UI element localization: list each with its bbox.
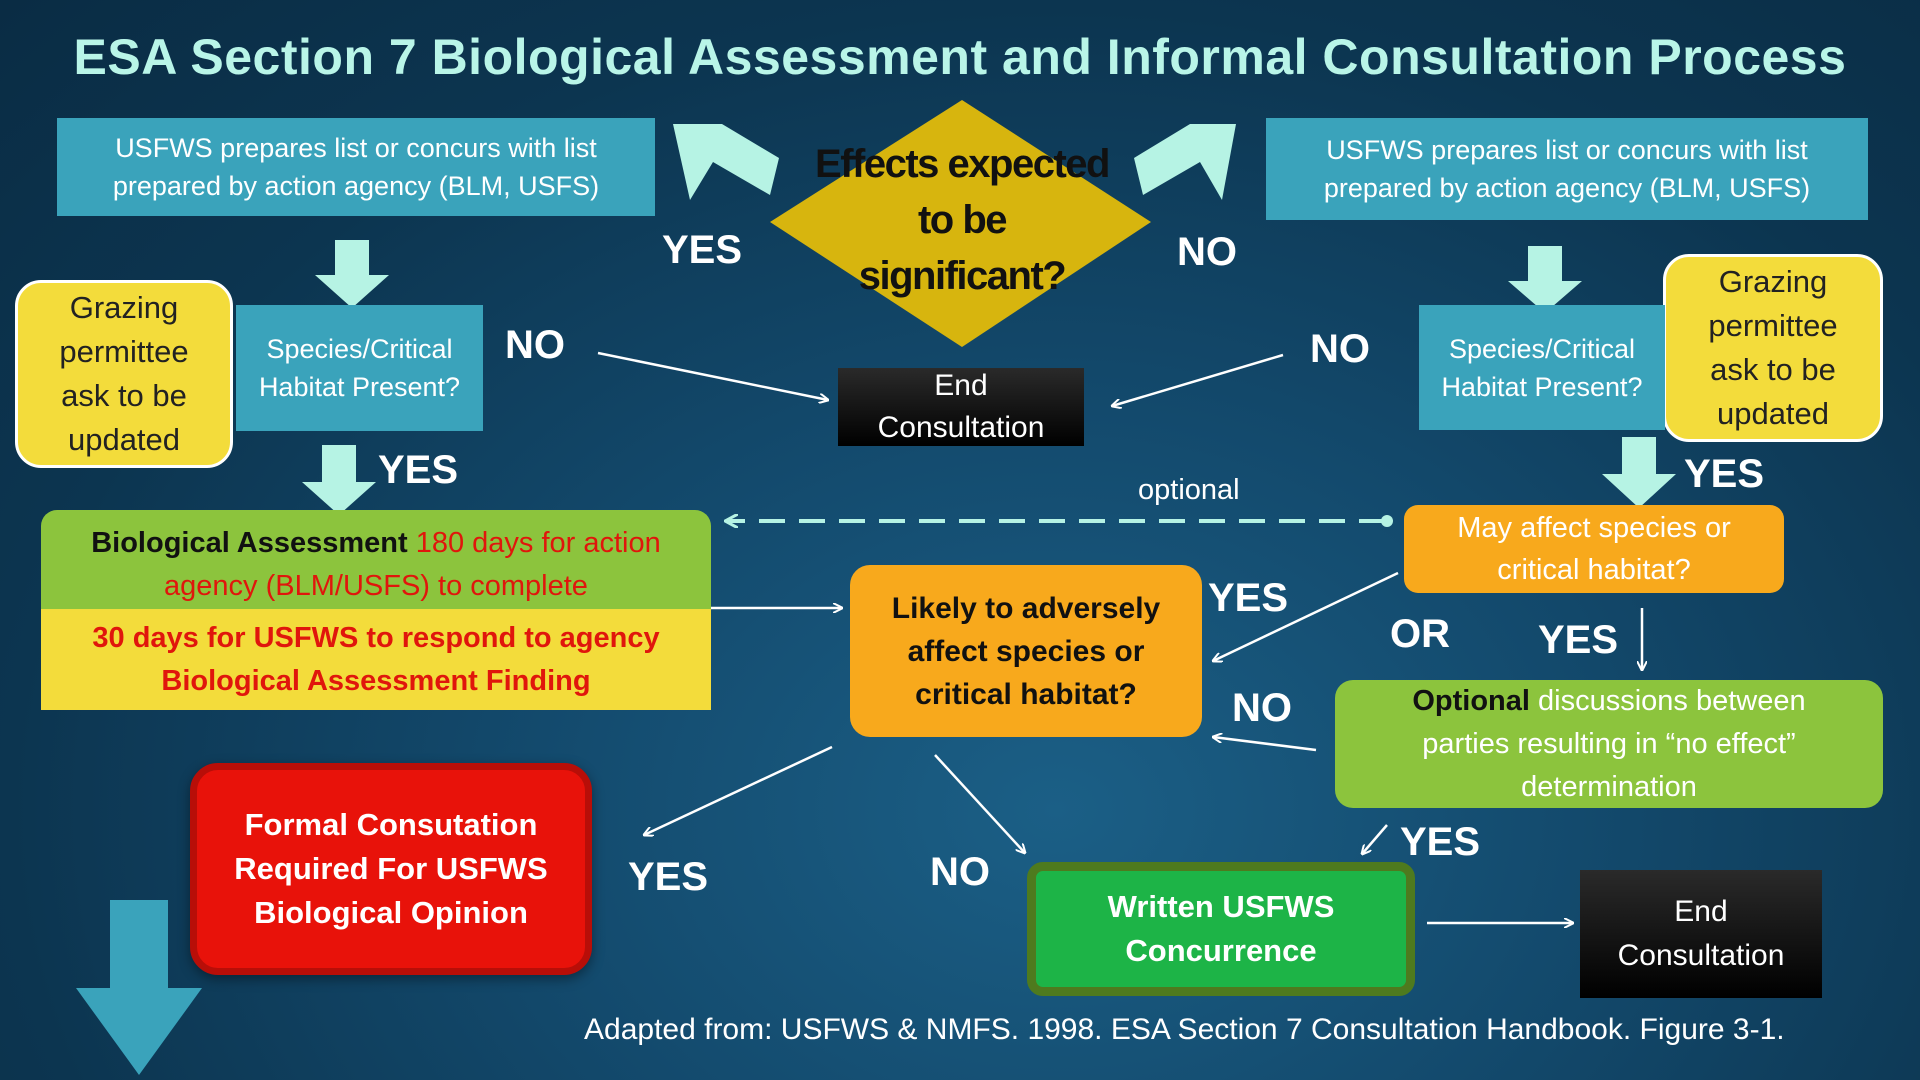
bio-respond-box: 30 days for USFWS to respond to agency B…: [41, 609, 711, 710]
end-consultation-top: End Consultation: [838, 368, 1084, 446]
arrow-no-right-to-end: [1112, 353, 1284, 406]
decision-diamond: [770, 100, 1151, 347]
label-no-concurrence: NO: [930, 850, 990, 894]
down-arrow-bottom: [76, 900, 202, 1075]
formal-consultation-box: Formal Consutation Required For USFWS Bi…: [190, 763, 592, 975]
block-arrow-right: [1134, 124, 1236, 200]
label-yes-formal: YES: [628, 855, 709, 899]
label-yes-left: YES: [378, 448, 459, 492]
source-citation: Adapted from: USFWS & NMFS. 1998. ESA Se…: [584, 1013, 1785, 1046]
end-consultation-top-text: End Consultation: [877, 369, 1045, 444]
decision-text: Effects expected to be significant?: [815, 142, 1110, 298]
likely-adverse-text: Likely to adversely affect species or cr…: [891, 591, 1161, 711]
prepares-left-box: USFWS prepares list or concurs with list…: [57, 118, 655, 216]
down-arrow-right-2: [1602, 437, 1676, 508]
label-optional-dashed: optional: [1138, 474, 1240, 506]
optional-discussions-box: Optional discussions between parties res…: [1335, 680, 1883, 808]
prepares-right-text: USFWS prepares list or concurs with list…: [1323, 135, 1811, 203]
page-title: ESA Section 7 Biological Assessment and …: [73, 29, 1847, 85]
optional-label: Optional: [1412, 684, 1530, 717]
label-or: OR: [1390, 612, 1450, 656]
written-concurrence-box: Written USFWS Concurrence: [1027, 862, 1415, 996]
label-yes-top-left: YES: [662, 228, 743, 272]
label-yes-optional: YES: [1400, 820, 1481, 864]
arrow-may-to-likely: [1213, 571, 1399, 661]
prepares-right-box: USFWS prepares list or concurs with list…: [1266, 118, 1868, 220]
species-left-text: Species/Critical Habitat Present?: [258, 334, 461, 402]
grazing-right-text: Grazing permittee ask to be updated: [1708, 264, 1838, 431]
may-affect-box: May affect species or critical habitat?: [1404, 505, 1784, 593]
may-affect-text: May affect species or critical habitat?: [1457, 512, 1731, 586]
end-consultation-bottom: End Consultation: [1580, 870, 1822, 998]
label-no-right: NO: [1310, 327, 1370, 371]
arrow-optional-to-likely: [1213, 737, 1317, 752]
dashed-optional-origin: [1381, 515, 1393, 527]
formal-consultation-text: Formal Consutation Required For USFWS Bi…: [234, 807, 548, 930]
label-yes-right: YES: [1684, 452, 1765, 496]
bio-assessment-box: Biological Assessment 180 days for actio…: [41, 510, 711, 614]
label-no-left: NO: [505, 323, 565, 367]
label-no-top-right: NO: [1177, 230, 1237, 274]
written-concurrence-text: Written USFWS Concurrence: [1107, 889, 1335, 968]
bio-assessment-label: Biological Assessment: [91, 527, 408, 559]
grazing-left-text: Grazing permittee ask to be updated: [59, 290, 189, 457]
down-arrow-left-1: [315, 240, 389, 308]
prepares-left-text: USFWS prepares list or concurs with list…: [112, 133, 600, 201]
arrow-likely-to-formal: [644, 745, 833, 835]
species-left-box: Species/Critical Habitat Present?: [236, 305, 483, 431]
bio-respond-text: 30 days for USFWS to respond to agency B…: [92, 621, 660, 697]
optional-rest: discussions between parties resulting in…: [1422, 684, 1806, 803]
arrow-likely-to-concurrence: [934, 754, 1025, 853]
label-yes-may: YES: [1538, 618, 1619, 662]
species-right-text: Species/Critical Habitat Present?: [1441, 333, 1643, 402]
bio-assessment-days: 180 days for action agency (BLM/USFS) to…: [164, 527, 661, 602]
grazing-right-box: Grazing permittee ask to be updated: [1663, 254, 1883, 442]
label-yes-likely: YES: [1208, 576, 1289, 620]
likely-adverse-box: Likely to adversely affect species or cr…: [850, 565, 1202, 737]
label-no-optional: NO: [1232, 686, 1292, 730]
grazing-left-box: Grazing permittee ask to be updated: [15, 280, 233, 468]
block-arrow-left: [673, 124, 779, 200]
arrow-optional-to-concurrence: [1362, 824, 1388, 854]
species-right-box: Species/Critical Habitat Present?: [1419, 305, 1665, 430]
down-arrow-right-1: [1508, 246, 1582, 313]
arrow-no-left-to-end: [597, 351, 828, 400]
end-consultation-bottom-text: End Consultation: [1617, 895, 1785, 972]
down-arrow-left-2: [302, 445, 376, 515]
